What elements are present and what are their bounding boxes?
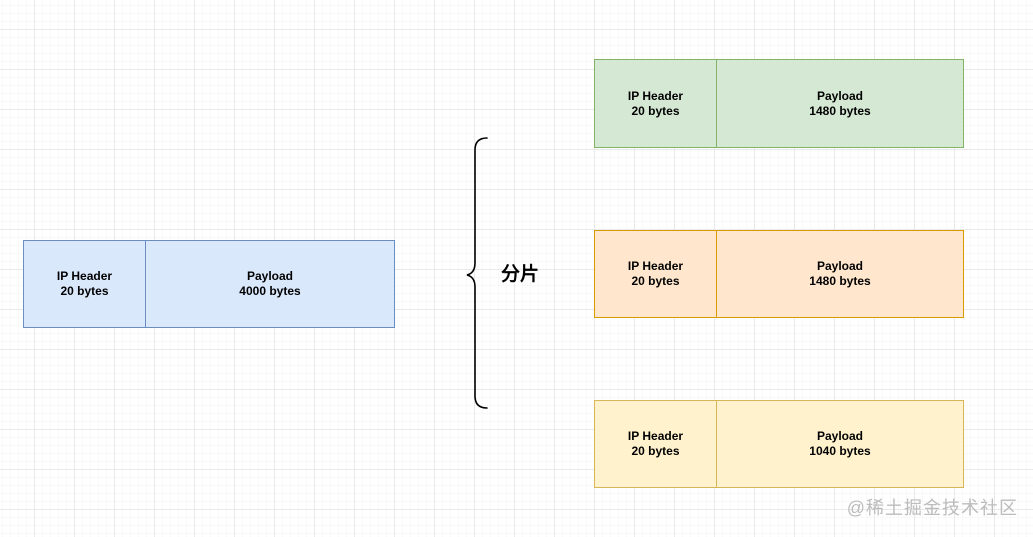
- cell-size: 4000 bytes: [239, 284, 301, 298]
- packet-fragment-3: IP Header 20 bytes Payload 1040 bytes: [594, 400, 964, 488]
- cell-title: Payload: [816, 88, 864, 103]
- cell-title: Payload: [246, 269, 294, 283]
- packet-fragment-2: IP Header 20 bytes Payload 1480 bytes: [594, 230, 964, 318]
- cell-size: 20 bytes: [631, 103, 680, 118]
- cell-title: IP Header: [627, 429, 684, 443]
- ip-header-cell: IP Header 20 bytes: [595, 401, 716, 487]
- cell-title: IP Header: [627, 259, 684, 273]
- packet-fragment-1: IP Header 20 bytes Payload 1480 bytes: [594, 59, 964, 148]
- payload-cell: Payload 1480 bytes: [716, 231, 963, 317]
- payload-cell: Payload 1480 bytes: [716, 60, 963, 147]
- payload-cell: Payload 4000 bytes: [145, 241, 394, 327]
- payload-cell: Payload 1040 bytes: [716, 401, 963, 487]
- ip-header-cell: IP Header 20 bytes: [24, 241, 145, 327]
- cell-title: IP Header: [56, 269, 113, 283]
- cell-size: 20 bytes: [631, 274, 680, 288]
- ip-header-cell: IP Header 20 bytes: [595, 60, 716, 147]
- curly-brace: [466, 137, 488, 409]
- ip-header-cell: IP Header 20 bytes: [595, 231, 716, 317]
- fragmentation-label: 分片: [500, 264, 539, 285]
- cell-size: 1480 bytes: [809, 103, 871, 118]
- cell-size: 20 bytes: [60, 284, 109, 298]
- cell-title: IP Header: [627, 88, 684, 103]
- cell-size: 1040 bytes: [809, 444, 871, 458]
- packet-original-datagram: IP Header 20 bytes Payload 4000 bytes: [23, 240, 395, 328]
- cell-title: Payload: [816, 259, 864, 273]
- cell-size: 1480 bytes: [809, 274, 871, 288]
- watermark: @稀土掘金技术社区: [846, 498, 1018, 518]
- cell-title: Payload: [816, 429, 864, 443]
- cell-size: 20 bytes: [631, 444, 680, 458]
